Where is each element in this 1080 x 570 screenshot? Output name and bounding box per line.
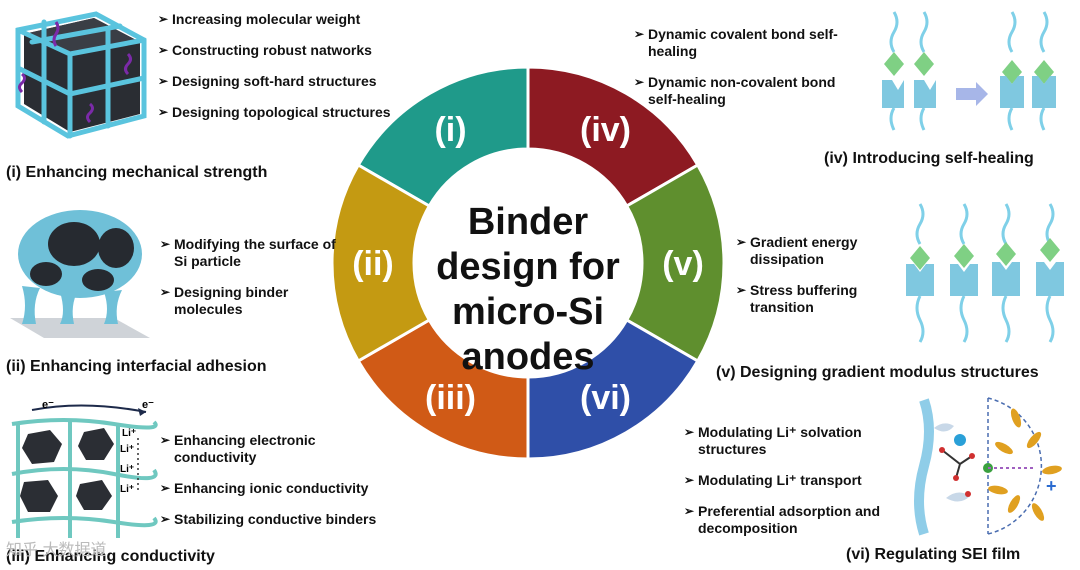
center-title: Binder design for micro-Si anodes <box>430 200 626 380</box>
sei-bullet-3: Preferential adsorption and decompositio… <box>684 503 904 537</box>
li-label-2: Li⁺ <box>120 444 134 455</box>
sei-bullet-1: Modulating Li⁺ solvation structures <box>684 424 904 458</box>
sei-illustration: + <box>914 397 1062 536</box>
gradient-bullet-2: Stress buffering transition <box>736 282 886 316</box>
conductivity-bullets: Enhancing electronic conductivity Enhanc… <box>160 432 380 542</box>
gradient-bullet-1: Gradient energy dissipation <box>736 234 886 268</box>
center-line-4: anodes <box>461 336 595 378</box>
heal-bullet-1: Dynamic covalent bond self-healing <box>634 26 864 60</box>
adhesion-illustration <box>10 210 150 338</box>
watermark: 知乎 大数据道 <box>6 542 107 559</box>
gradient-title: (v) Designing gradient modulus structure… <box>716 364 1039 381</box>
self-healing-illustration <box>882 11 1056 131</box>
mech-bullet-4: Designing topological structures <box>158 104 391 121</box>
plus-sign: + <box>1046 476 1057 496</box>
mech-bullet-3: Designing soft-hard structures <box>158 73 391 90</box>
ring-label-2: (iv) <box>580 111 631 149</box>
mechanical-network-illustration <box>15 11 147 139</box>
mech-bullet-1: Increasing molecular weight <box>158 11 391 28</box>
electron-label-1: e⁻ <box>42 399 54 411</box>
center-line-2: design for <box>436 246 620 288</box>
conduct-bullet-1: Enhancing electronic conductivity <box>160 432 380 466</box>
ring-label-1: (i) <box>434 111 466 149</box>
mechanical-bullets: Increasing molecular weight Constructing… <box>158 11 391 135</box>
adhesion-title: (ii) Enhancing interfacial adhesion <box>6 358 267 375</box>
electron-label-2: e⁻ <box>142 399 154 411</box>
sei-bullet-2: Modulating Li⁺ transport <box>684 472 904 489</box>
center-line-3: micro-Si <box>451 291 605 333</box>
conductivity-title: (iii) Enhancing conductivity <box>6 548 215 565</box>
li-label-3: Li⁺ <box>120 464 134 475</box>
conductivity-illustration: e⁻ e⁻ Li⁺ Li⁺ Li⁺ Li⁺ <box>11 399 158 538</box>
self-healing-bullets: Dynamic covalent bond self-healing Dynam… <box>634 26 864 122</box>
center-line-1: Binder <box>467 201 589 243</box>
adhesion-bullets: Modifying the surface of Si particle Des… <box>160 236 340 332</box>
adhesion-bullet-2: Designing binder molecules <box>160 284 340 318</box>
conduct-bullet-3: Stabilizing conductive binders <box>160 511 380 528</box>
mech-bullet-2: Constructing robust natworks <box>158 42 391 59</box>
ring-label-6: (ii) <box>352 245 394 283</box>
ring-label-3: (v) <box>662 245 704 283</box>
ring-label-5: (iii) <box>425 379 476 417</box>
ring-label-4: (vi) <box>580 379 631 417</box>
gradient-illustration <box>906 203 1064 343</box>
sei-title: (vi) Regulating SEI film <box>846 546 1021 563</box>
conduct-bullet-2: Enhancing ionic conductivity <box>160 480 380 497</box>
li-label-4: Li⁺ <box>120 484 134 495</box>
sei-bullets: Modulating Li⁺ solvation structures Modu… <box>684 424 904 551</box>
mechanical-title: (i) Enhancing mechanical strength <box>6 164 268 181</box>
adhesion-bullet-1: Modifying the surface of Si particle <box>160 236 340 270</box>
heal-bullet-2: Dynamic non-covalent bond self-healing <box>634 74 864 108</box>
li-label-1: Li⁺ <box>122 428 136 439</box>
gradient-bullets: Gradient energy dissipation Stress buffe… <box>736 234 886 330</box>
self-healing-title: (iv) Introducing self-healing <box>824 150 1034 167</box>
